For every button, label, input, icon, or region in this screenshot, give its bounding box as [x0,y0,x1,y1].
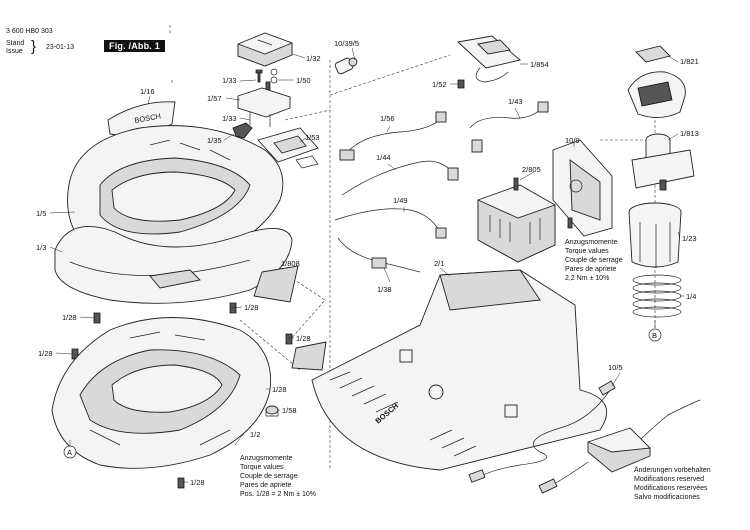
label-1-57: 1/57 [207,94,222,103]
label-1-28c: 1/28 [38,349,53,358]
label-1-49: 1/49 [393,196,408,205]
part-1-2-chassis-cover [51,317,272,469]
label-10-9: 10/9 [565,136,580,145]
label-1-813: 1/813 [680,129,699,138]
torque-note-2: Anzugsmomente Torque values Couple de se… [240,455,316,498]
modifications-line-1: Änderungen vorbehalten [634,466,711,474]
torque-note-1-line-4: Pares de apriete [565,266,616,273]
torque-note-1-line-3: Couple de serrage [565,257,623,264]
part-2-805-electronics [477,177,573,263]
label-10-39-5: 10/39/5 [334,39,359,48]
part-1-23-housing [628,202,682,268]
part-10-39-5-connector [334,57,358,75]
callout-b: B [648,328,662,342]
modifications-line-2: Modifications reserved [634,476,704,483]
leader-lines [49,47,684,483]
label-2-1: 2/1 [434,259,444,268]
callout-a: A [63,445,77,459]
part-1-813-motor [631,133,695,191]
label-1-28a: 1/28 [244,303,259,312]
label-1-28e: 1/28 [272,385,287,394]
part-1-4-spring [632,274,682,318]
part-1-821-cap [627,45,686,118]
part-10-5-charger [468,380,701,494]
label-1-32: 1/32 [306,54,321,63]
part-1-3-skirt [54,225,293,304]
callout-a-label: A [67,448,72,457]
part-1-49-cable [334,208,447,239]
modifications-line-4: Salvo modificaciones [634,494,700,501]
label-10-5: 10/5 [608,363,623,372]
label-1-28d: 1/28 [296,334,311,343]
part-1-43-cable [469,101,549,153]
label-1-35: 1/35 [207,136,222,145]
label-1-808: 1/808 [281,259,300,268]
label-1-38: 1/38 [377,285,392,294]
torque-note-2-line-3: Couple de serrage [240,473,298,480]
part-1-808-pads [253,265,327,371]
screws-1-33-1-50 [255,68,278,93]
label-1-53: 1/53 [305,133,320,142]
issue-date: 23-01-13 [46,44,75,51]
part-1-53-display-plate [257,127,319,169]
label-1-23: 1/23 [682,234,697,243]
label-1-44: 1/44 [376,153,391,162]
figure-label: Fig. /Abb. 1 [104,40,165,52]
label-1-28f: 1/28 [190,478,205,487]
label-1-5: 1/5 [36,209,46,218]
torque-note-1-line-5: 2,2 Nm ± 10% [565,275,609,282]
label-1-58: 1/58 [282,406,297,415]
torque-note-2-line-5: Pos. 1/28 = 2 Nm ± 10% [240,491,316,498]
label-1-854: 1/854 [530,60,549,69]
label-1-2: 1/2 [250,430,260,439]
label-1-16: 1/16 [140,87,155,96]
part-2-1-base: BOSCH [311,269,608,471]
issue-label: Issue [6,48,23,55]
label-2-805: 2/805 [522,165,541,174]
label-1-33b: 1/33 [222,114,237,123]
part-1-52-screw [457,79,465,89]
label-1-33a: 1/33 [222,76,237,85]
part-1-44-cable [341,160,459,196]
label-1-821: 1/821 [680,57,699,66]
modifications-note: Änderungen vorbehalten Modifications res… [634,466,711,501]
label-1-4: 1/4 [686,292,696,301]
label-1-43: 1/43 [508,97,523,106]
callout-b-label: B [652,331,657,340]
label-1-3: 1/3 [36,243,46,252]
part-1-38-cable [337,237,421,273]
torque-note-1: Anzugsmomente Torque values Couple de se… [565,239,623,282]
brace-icon: } [31,38,37,55]
part-10-9-board [552,139,613,237]
part-1-32-cap [237,32,293,67]
part-labels: 1/32 10/39/5 1/33 1/50 1/57 1/16 1/33 1/… [36,39,699,487]
label-1-28b: 1/28 [62,313,77,322]
doc-number: 3 600 HB0 303 [6,28,53,35]
label-1-52: 1/52 [432,80,447,89]
stand-label: Stand [6,40,25,47]
modifications-line-3: Modifications reservées [634,485,708,492]
part-1-58-knob [265,405,279,417]
torque-note-2-line-1: Anzugsmomente [240,455,293,462]
label-1-56: 1/56 [380,114,395,123]
torque-note-2-line-2: Torque values [240,464,284,471]
label-1-50: 1/50 [296,76,311,85]
part-1-5-hood [67,125,284,268]
torque-note-2-line-4: Pares de apriete [240,482,291,489]
torque-note-1-line-2: Torque values [565,248,609,255]
part-1-57-bracket [237,87,291,127]
torque-note-1-line-1: Anzugsmomente [565,239,618,246]
part-1-854-sensor [457,35,521,83]
part-1-56-cable [339,111,447,161]
